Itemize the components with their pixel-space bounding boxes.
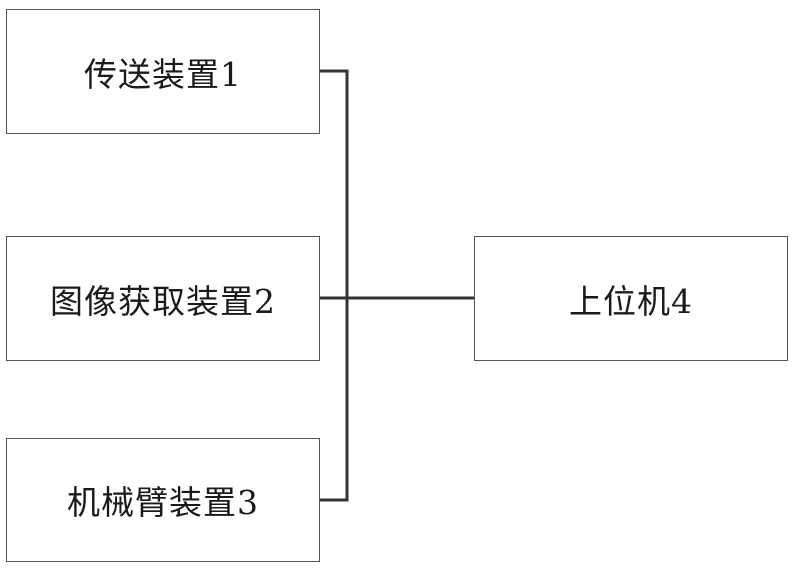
bus-line [320, 69, 349, 502]
node-robotic-arm-device: 机械臂装置3 [6, 438, 320, 562]
node-label: 机械臂装置3 [67, 483, 259, 522]
node-image-acquisition-device: 图像获取装置2 [6, 236, 320, 361]
node-label: 传送装置1 [84, 54, 242, 94]
node-host-computer: 上位机4 [474, 236, 788, 361]
node-conveyor-device: 传送装置1 [6, 9, 320, 134]
node-label: 上位机4 [569, 281, 693, 321]
node-label: 图像获取装置2 [50, 281, 276, 321]
